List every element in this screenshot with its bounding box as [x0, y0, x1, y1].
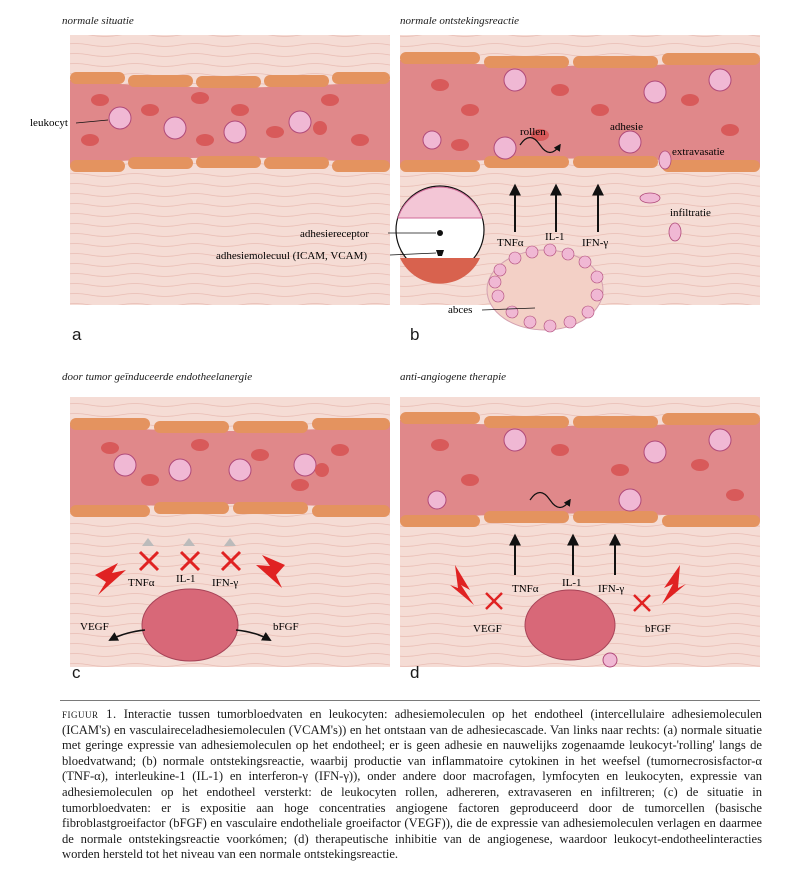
tumor-c — [141, 588, 239, 662]
cytokine-c-tnf: TNFα — [128, 577, 155, 589]
label-receptor: adhesiereceptor — [300, 228, 369, 240]
panel-c: TNFα IL-1 IFN-γ VEGF bFGF — [70, 397, 390, 667]
infiltrating-leukocytes-b — [639, 150, 682, 242]
panel-a-title: normale situatie — [62, 15, 134, 27]
red-blood-cells-a — [81, 92, 369, 146]
red-blood-cells-b — [431, 79, 739, 151]
endothelium-c — [70, 418, 390, 517]
cytokine-c-ifn: IFN-γ — [212, 577, 238, 589]
figure-illustration: leukocyt — [30, 35, 760, 668]
leukocytes-a — [108, 106, 327, 144]
label-extravasation: extravasatie — [672, 146, 725, 158]
cytokine-d-tnf: TNFα — [512, 583, 539, 595]
cytokine-b-ifn: IFN-γ — [582, 237, 608, 249]
label-leukocyte: leukocyt — [30, 117, 68, 129]
grey-arrows-c — [142, 538, 236, 546]
label-abscess: abces — [448, 304, 472, 316]
cytokine-b-tnf: TNFα — [497, 237, 524, 249]
caption-text: Interactie tussen tumorbloedvaten en leu… — [62, 707, 762, 862]
panel-b-title: normale ontstekingsreactie — [400, 15, 520, 27]
tumor-d — [524, 589, 618, 668]
endothelium-top-a — [70, 72, 390, 88]
label-adhesion: adhesie — [610, 121, 643, 133]
leukocytes-b — [422, 68, 732, 160]
endothelium-bottom-b — [400, 156, 760, 172]
lightning-d — [450, 565, 686, 605]
cells-c — [101, 439, 349, 491]
cells-d — [427, 428, 744, 512]
cytokine-b-il1: IL-1 — [545, 231, 565, 243]
cytokine-d-ifn: IFN-γ — [598, 583, 624, 595]
endothelium-d — [400, 412, 760, 527]
panel-d-title: anti-angiogene therapie — [400, 371, 507, 383]
panel-a-letter: a — [72, 325, 82, 344]
panel-d-letter: d — [410, 663, 420, 682]
label-infiltration: infiltratie — [670, 207, 711, 219]
caption-label: figuur 1. — [62, 707, 117, 721]
cytokine-d-il1: IL-1 — [562, 577, 582, 589]
lightning-c — [95, 555, 285, 595]
factor-c-vegf: VEGF — [80, 621, 109, 633]
cytokine-c-il1: IL-1 — [176, 573, 196, 585]
abscess — [486, 243, 604, 333]
zoom-detail — [395, 185, 485, 284]
label-rolling: rollen — [520, 126, 546, 138]
figure: leukocyt — [30, 15, 760, 682]
inhibition-crosses-d — [485, 592, 651, 612]
endothelium-top-b — [400, 52, 760, 68]
panel-a: leukocyt — [30, 35, 390, 305]
caption-divider — [60, 700, 760, 701]
panel-c-title: door tumor geïnduceerde endotheelanergie — [62, 371, 253, 383]
panel-d: TNFα IL-1 IFN-γ VEGF bFGF — [400, 397, 760, 668]
panel-c-letter: c — [72, 663, 81, 682]
endothelium-bottom-a — [70, 156, 390, 172]
vessel-b — [400, 60, 760, 165]
panel-b: TNFα IL-1 IFN-γ rollen adhesie extravasa… — [216, 35, 760, 333]
factor-d-bfgf: bFGF — [645, 623, 671, 635]
inhibition-crosses-c — [138, 550, 242, 572]
panel-b-letter: b — [410, 325, 420, 344]
figure-caption: figuur 1. Interactie tussen tumorbloedva… — [62, 707, 762, 863]
factor-c-bfgf: bFGF — [273, 621, 299, 633]
vessel-d — [400, 420, 760, 520]
factor-d-vegf: VEGF — [473, 623, 502, 635]
label-adhesion-molecule: adhesiemolecuul (ICAM, VCAM) — [216, 250, 367, 262]
